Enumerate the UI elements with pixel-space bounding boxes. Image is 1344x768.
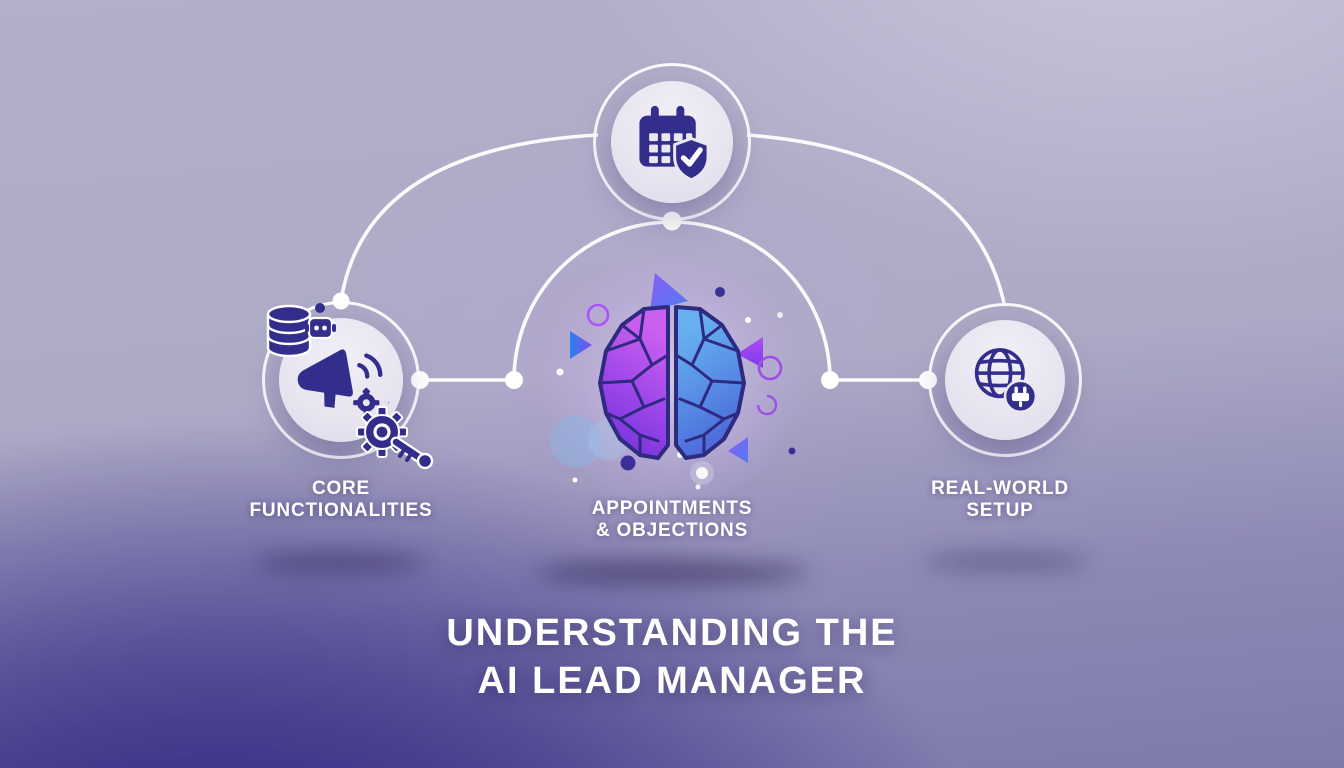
plug-glyph	[1011, 386, 1030, 408]
triangle-bottom-right	[728, 437, 748, 463]
robot-icon	[305, 303, 336, 340]
label-appointments-objections: APPOINTMENTS & OBJECTIONS	[592, 498, 753, 543]
ground-shadow-center	[535, 560, 810, 585]
key-shape	[390, 436, 434, 470]
swirl	[756, 394, 778, 416]
triangle-left	[570, 331, 592, 359]
large-gear	[356, 406, 408, 458]
arc-top-to-right	[746, 133, 1006, 304]
label-core-functionalities: CORE FUNCTIONALITIES	[250, 478, 433, 523]
brain-facets-left	[598, 307, 670, 457]
calendar-shield-icon	[639, 105, 710, 182]
globe-plug-icon	[974, 348, 1038, 414]
gear-key-icon	[356, 406, 434, 470]
node-right-ring	[928, 303, 1082, 457]
label-line: CORE	[311, 478, 371, 499]
label-line: & OBJECTIONS	[595, 520, 749, 542]
small-gear	[353, 387, 389, 416]
node-right-disc	[945, 320, 1065, 440]
label-line: APPOINTMENTS	[591, 498, 753, 519]
ground-shadow-right	[922, 552, 1090, 571]
indigo-dots	[620, 287, 796, 471]
node-top-ring	[593, 63, 751, 221]
label-line: SETUP	[966, 500, 1034, 522]
ring-outline-right	[757, 355, 783, 381]
megaphone-gear-icon	[297, 349, 389, 416]
title-line-1: UNDERSTANDING THE	[446, 612, 898, 654]
brain-decorations	[556, 273, 796, 490]
brain-facets-right	[674, 307, 746, 457]
database-stack-icon	[266, 303, 336, 358]
triangle-top	[650, 273, 688, 311]
label-line: REAL-WORLD	[931, 478, 1069, 499]
ground-shadow-left	[252, 552, 427, 573]
blue-bubble-large	[550, 415, 602, 467]
main-title: UNDERSTANDING THE AI LEAD MANAGER	[446, 610, 897, 706]
triangle-right	[737, 337, 763, 368]
ring-outline-left	[586, 303, 610, 327]
label-line: FUNCTIONALITIES	[249, 500, 433, 522]
label-real-world-setup: REAL-WORLD SETUP	[931, 478, 1069, 523]
title-line-2: AI LEAD MANAGER	[477, 659, 867, 702]
node-top-disc	[611, 81, 733, 203]
arc-left-to-top	[339, 133, 599, 302]
split-brain-illustration	[598, 305, 746, 460]
